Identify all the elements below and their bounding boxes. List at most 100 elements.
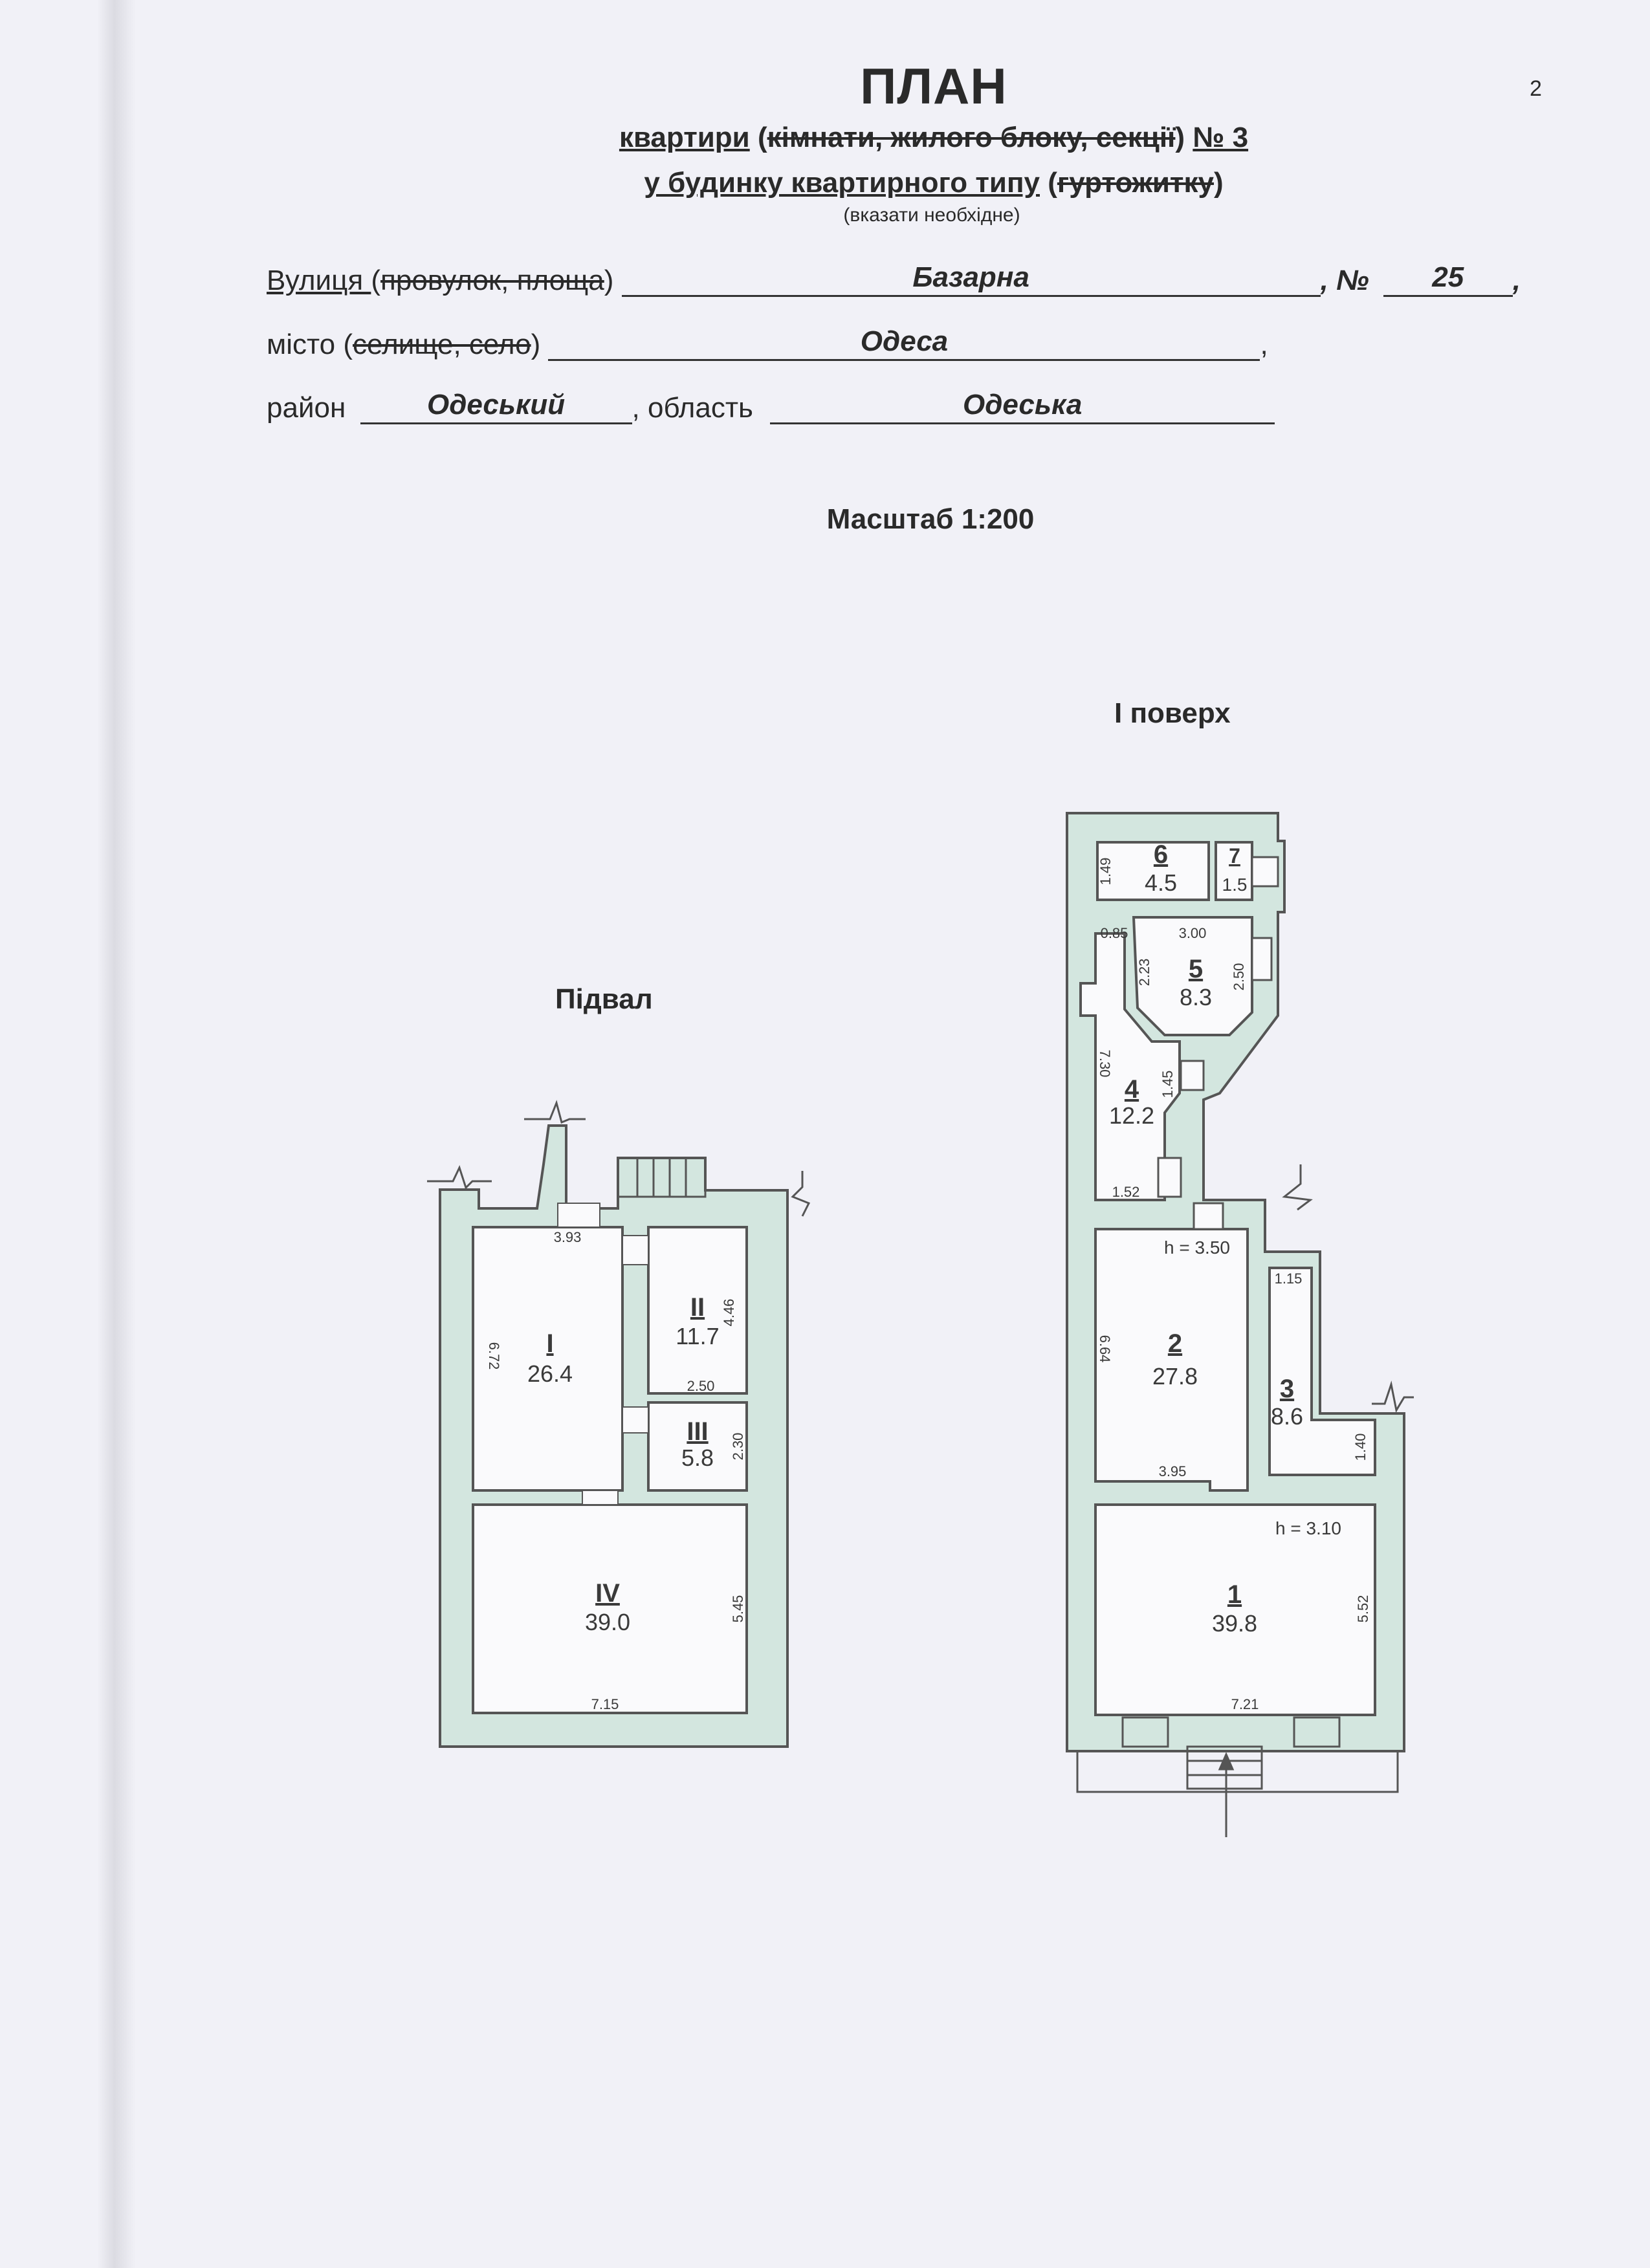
dimension: 7.21 [1231,1696,1259,1712]
room-number: IV [595,1579,620,1608]
room-area: 5.8 [681,1445,714,1471]
city-row: місто (селище, село) Одеса, [267,325,1268,361]
room-area: 39.0 [585,1609,630,1635]
region-field[interactable]: Одеська [770,389,1275,424]
room-area: 1.5 [1222,875,1248,895]
struck-options: кімнати, жилого блоку, секції [767,122,1176,153]
basement-label: Підвал [555,983,653,1015]
building-type: у будинку квартирного типу [644,167,1040,199]
scan-binding-shadow [97,0,136,2268]
dimension: 5.52 [1355,1595,1371,1623]
room-6 [1096,841,1210,901]
dimension: 0.85 [1101,925,1128,941]
dimension: 1.49 [1097,858,1114,886]
comma: , [1512,265,1521,296]
document-title: ПЛАН [860,58,1007,114]
room-area: 39.8 [1212,1610,1257,1637]
room-1 [1094,1503,1376,1716]
street-row: Вулиця (провулок, площа) Базарна, № 25, [267,261,1521,297]
paren-open: ( [1040,167,1057,199]
room-number: III [687,1417,708,1446]
dimension: 6.64 [1097,1335,1113,1363]
entrance-steps [1076,1716,1399,1837]
doorway [582,1490,619,1505]
paren-open: ( [749,122,767,153]
room-number: II [690,1293,705,1322]
first-floor-label: I поверх [1114,697,1231,729]
break-marks [1282,1164,1414,1413]
room-number: 4 [1125,1075,1139,1104]
paren: ) [604,265,614,296]
break-marks [427,1100,811,1217]
dimension: 1.15 [1275,1270,1303,1287]
apartment-number: № 3 [1193,122,1249,153]
room-I [472,1226,624,1492]
number-label: , № [1320,265,1369,296]
district-row: район Одеський, область Одеська [267,389,1275,424]
room-area: 12.2 [1109,1102,1154,1129]
ceiling-height: h = 3.50 [1164,1238,1230,1258]
room-area: 8.6 [1271,1403,1303,1430]
dimension: 4.46 [721,1299,737,1327]
doorways [1157,856,1279,1230]
room-area: 4.5 [1145,869,1177,896]
paren: ) [531,329,541,360]
room-number: I [546,1329,553,1358]
dimension: 7.30 [1097,1050,1113,1078]
room-number: 1 [1227,1580,1242,1609]
dimension: 7.15 [591,1696,619,1712]
dimension: 1.45 [1160,1071,1176,1098]
basement-plan [427,1100,811,1748]
room-II [647,1226,748,1395]
basement-labels: I 26.4 II 11.7 III 5.8 IV 39.0 3.93 6.72… [486,1229,746,1712]
dimension: 1.52 [1112,1184,1140,1200]
room-area: 27.8 [1152,1363,1198,1390]
dimension: 2.30 [730,1433,746,1461]
city-struck: селище, село [353,329,531,360]
room-number: 7 [1229,844,1240,867]
paren: ( [371,265,381,296]
struck-dormitory: гуртожитку [1057,167,1214,199]
doorway [557,1203,600,1228]
room-area: 8.3 [1180,984,1212,1010]
street-struck: провулок, площа [380,265,604,296]
first-floor-plan [1066,812,1414,1837]
city-field[interactable]: Одеса [548,325,1260,361]
dimension: 1.40 [1352,1434,1369,1461]
paren-close: ) [1175,122,1193,153]
dimension: 3.00 [1179,925,1207,941]
page-number: 2 [1530,76,1542,101]
hint-text: (вказати необхідне) [843,204,1020,226]
room-3 [1268,1267,1376,1476]
first-floor-labels: 1 39.8 2 27.8 3 8.6 4 12.2 5 8.3 6 4.5 7… [1097,840,1371,1712]
paren-close: ) [1213,167,1224,199]
room-area: 11.7 [676,1323,719,1349]
room-number: 6 [1154,840,1168,869]
street-field[interactable]: Базарна [621,261,1321,297]
dimension: 3.93 [554,1229,582,1245]
dimension: 2.50 [1231,963,1247,991]
room-number: 2 [1168,1329,1182,1358]
dimension: 6.72 [486,1342,502,1370]
city-label: місто ( [267,329,353,360]
region-label: , область [632,392,753,424]
doorway [622,1406,649,1434]
room-2 [1094,1228,1249,1492]
comma: , [1260,329,1268,360]
scale-label: Масштаб 1:200 [826,503,1035,535]
dimension: 3.95 [1159,1463,1187,1479]
room-number: 3 [1280,1375,1294,1403]
dimension: 2.23 [1136,959,1152,987]
ceiling-height: h = 3.10 [1275,1518,1341,1538]
subtitle-apartment: квартири (кімнати, жилого блоку, секції)… [0,122,1650,154]
room-5 [1132,916,1253,1036]
subtitle-building: у будинку квартирного типу (гуртожитку) [0,167,1650,199]
district-field[interactable]: Одеський [360,389,632,424]
house-number-field[interactable]: 25 [1383,261,1513,297]
district-label: район [267,392,346,424]
dimension: 2.50 [687,1378,715,1394]
doorway [622,1235,649,1265]
dimension: 5.45 [730,1595,746,1623]
room-number: 5 [1189,955,1203,983]
